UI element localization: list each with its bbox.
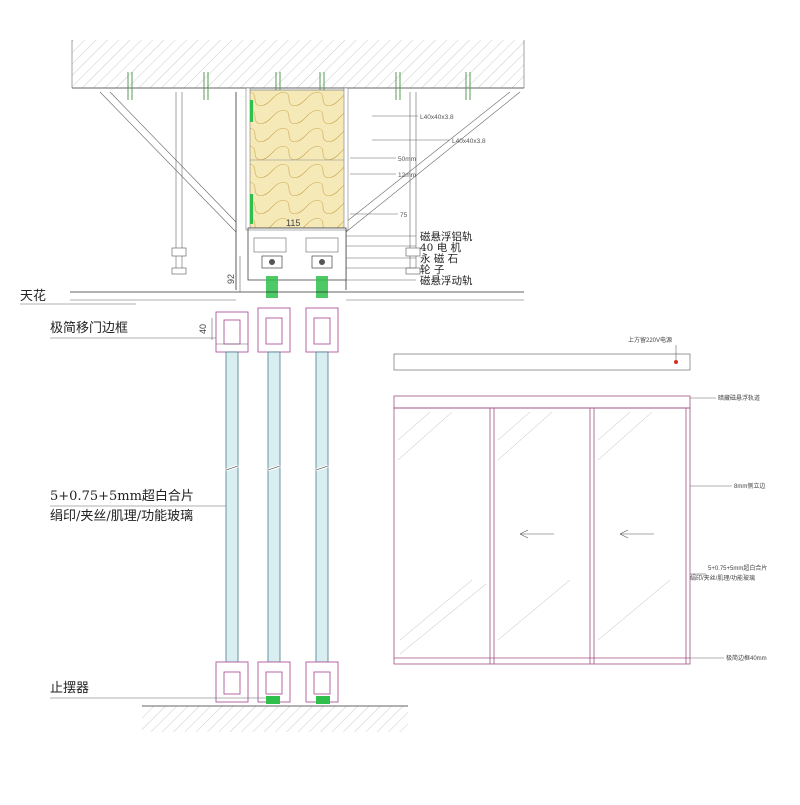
callout-board: 12mm [398,172,416,179]
callout-glass-line1: 5+0.75+5mm超白合片 [708,564,767,572]
frame-bottom-left [215,661,249,703]
dimension-92: 92 [226,256,241,292]
left-labels: 天花 极简移门边框 5+0.75+5mm超白合片 绢印/夹丝/肌理/功能玻璃 止… [20,288,266,699]
frame-top-right [305,307,339,353]
label-stopper: 止摆器 [50,681,89,696]
floor-slab [142,705,408,732]
callout-magnet: 永 磁 石 [420,252,458,265]
dimension-115: 115 [248,218,346,231]
callout-glass-line2: 绢印/夹丝/肌理/功能玻璃 [690,574,755,582]
callout-wheel: 轮 子 [420,263,444,276]
callout-hidden-rail: 暗藏磁悬浮轨道 [718,394,760,402]
callout-steel-1: L40x40x3.8 [420,114,454,121]
frame-bottom-mid [257,661,291,704]
label-frame: 极简移门边框 [50,320,128,336]
callout-moving-rail: 磁悬浮动轨 [420,274,473,287]
dimension-115-label: 115 [286,218,300,228]
callout-steel-2: L40x40x3.8 [452,138,486,145]
rail-housing [247,227,347,298]
glass-panel-right [315,351,329,663]
frame-bottom-right [305,661,339,704]
label-glass-line2: 绢印/夹丝/肌理/功能玻璃 [50,508,193,524]
dimension-40: 40 [198,318,248,345]
dimension-40-label: 40 [198,324,208,334]
glass-panel-mid [267,351,281,663]
elevation-view [393,345,691,665]
insulation-core [245,87,349,231]
steel-braces [99,91,521,290]
callout-insulation: 50mm [398,156,416,163]
ceiling-slab [71,40,525,89]
frame-top-mid [257,307,291,353]
anchor-bolts [127,72,471,100]
frame-top-left [215,311,249,353]
ceiling-line [70,291,524,302]
callout-rail: 磁悬浮铝轨 [420,230,473,243]
callout-stud: 75 [400,212,408,219]
dimension-92-label: 92 [226,274,236,284]
callout-motor: 40 电 机 [420,241,462,254]
elevation-callouts: 上方留220V电源 暗藏磁悬浮轨道 8mm侧立边 5+0.75+5mm超白合片 … [628,336,767,662]
glass-panel-left [225,351,239,663]
callout-power: 上方留220V电源 [628,336,672,344]
section-callouts: L40x40x3.8 L40x40x3.8 50mm 12mm 75 磁悬浮铝轨… [346,114,486,287]
callout-bottom-frame: 极简边框40mm [726,654,767,662]
callout-side-edge: 8mm侧立边 [734,482,765,490]
label-glass-line1: 5+0.75+5mm超白合片 [50,488,194,504]
label-ceiling: 天花 [20,288,46,304]
